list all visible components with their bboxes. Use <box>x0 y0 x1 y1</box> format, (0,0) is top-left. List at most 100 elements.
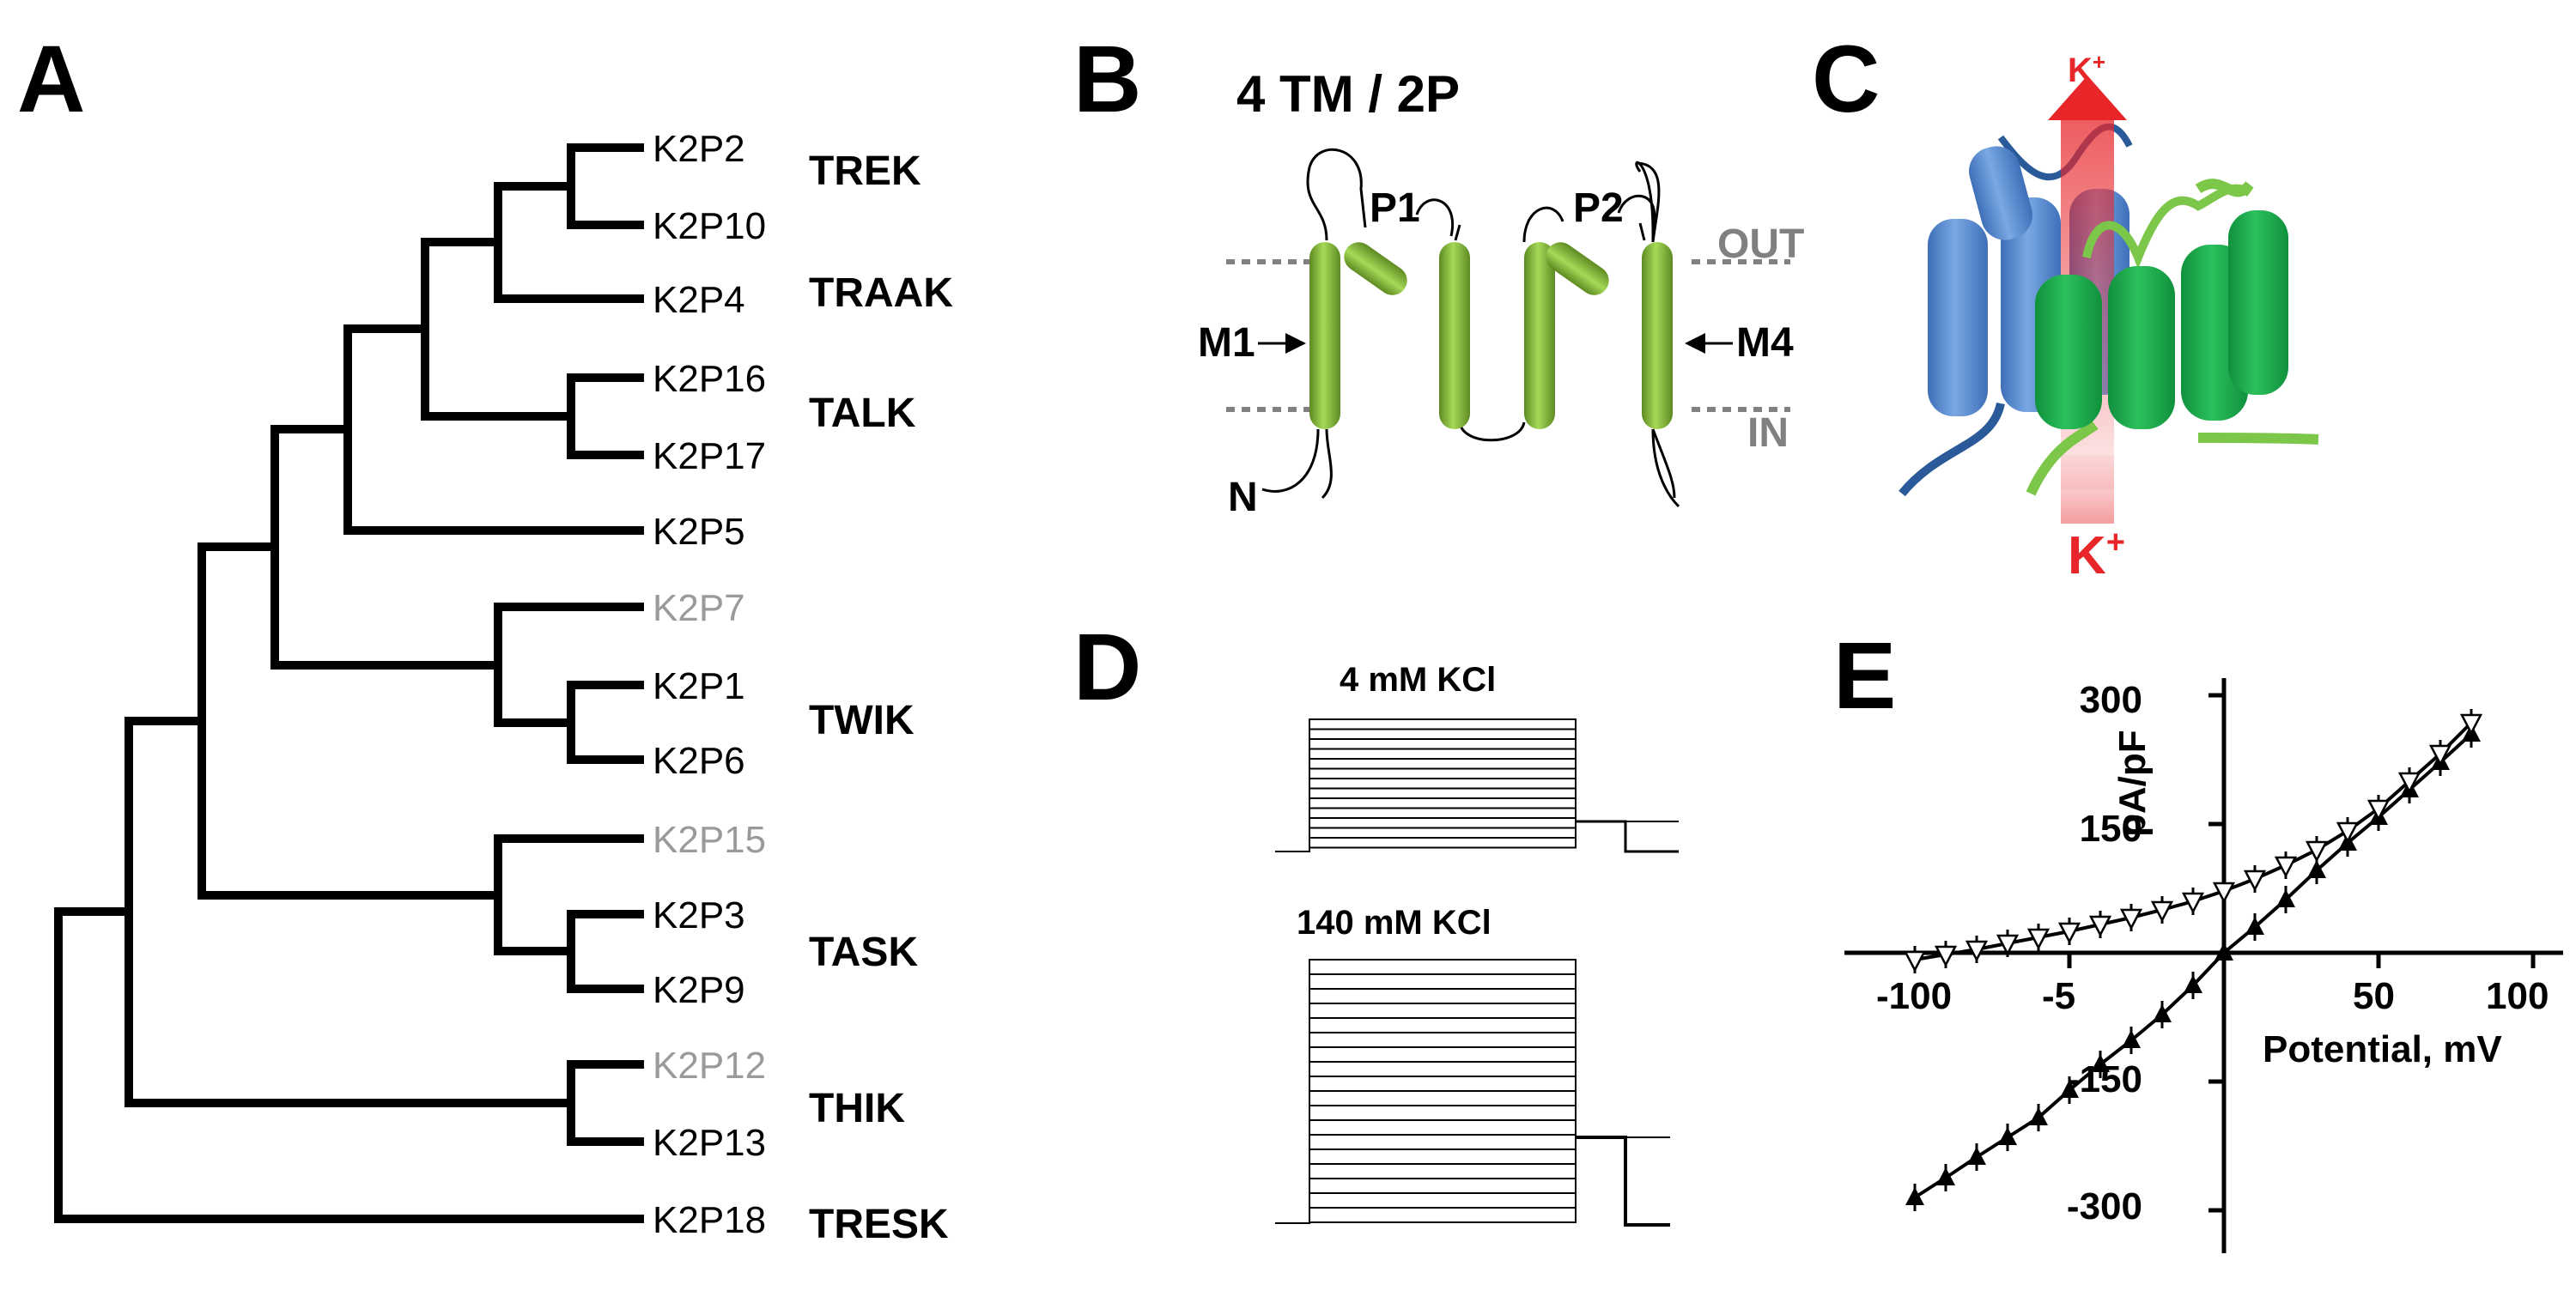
family-label: TWIK <box>809 698 914 743</box>
data-point <box>2428 744 2452 767</box>
data-point <box>1965 940 1989 962</box>
panel-label-b: B <box>1073 27 1141 132</box>
data-point <box>2336 821 2360 844</box>
current-trace <box>1275 797 1679 852</box>
helix-m3 <box>1524 242 1555 429</box>
trace-family-4mm <box>1275 718 1679 853</box>
family-label: THIK <box>809 1086 905 1131</box>
data-point <box>2243 870 2267 892</box>
data-point <box>1903 950 1927 973</box>
data-point <box>2181 892 2205 914</box>
membrane-lines <box>1226 259 1790 412</box>
current-trace <box>1275 748 1679 852</box>
data-point <box>2215 942 2233 961</box>
data-point <box>1967 1147 1986 1165</box>
leaf-label: K2P1 <box>653 665 745 707</box>
panel-label-d: D <box>1073 615 1141 720</box>
tm-helices <box>1309 242 1673 429</box>
data-point <box>2060 1080 2079 1098</box>
data-point <box>2122 1030 2141 1048</box>
n-label: N <box>1228 475 1258 520</box>
current-trace <box>1275 778 1679 852</box>
leaf-label: K2P9 <box>653 969 745 1011</box>
y-tick-label: 300 <box>2080 679 2142 721</box>
y-tick-label: -150 <box>2067 1058 2142 1100</box>
iv-ylabel: pA/pF <box>2111 730 2154 837</box>
current-trace <box>1275 821 1679 852</box>
current-trace <box>1275 767 1679 852</box>
data-point <box>1996 934 2020 956</box>
family-label: TASK <box>809 930 918 975</box>
iv-xlabel: Potential, mV <box>2263 1028 2502 1070</box>
data-point <box>2459 713 2483 736</box>
leaf-label: K2P16 <box>653 358 766 400</box>
current-trace <box>1275 728 1679 852</box>
trace-bottom-label: 140 mM KCl <box>1297 904 1492 942</box>
current-trace <box>1275 973 1670 1224</box>
trace-family-140mm <box>1275 959 1670 1227</box>
data-point <box>2088 915 2112 937</box>
k-ion-top: K+ <box>2068 49 2105 89</box>
data-point <box>1998 1127 2017 1145</box>
p2-label: P2 <box>1573 185 1624 231</box>
y-tick-label: 150 <box>2080 808 2142 850</box>
data-point <box>2366 799 2391 821</box>
data-point <box>2212 882 2236 904</box>
y-tick-label: -300 <box>2067 1185 2142 1227</box>
current-trace <box>1275 807 1679 852</box>
x-tick-label: 100 <box>2486 975 2549 1017</box>
channel-structure <box>1899 76 2319 524</box>
leaf-label: K2P7 <box>653 587 745 629</box>
x-tick-label: -5 <box>2042 975 2075 1017</box>
x-tick-label: -100 <box>1876 975 1952 1017</box>
data-point <box>2153 1004 2172 1022</box>
current-trace <box>1275 1090 1670 1224</box>
data-point <box>2150 900 2174 923</box>
leaf-labels: K2P2 K2P10 K2P4 K2P16 K2P17 K2P5 K2P7 K2… <box>653 128 766 1241</box>
panel-label-a: A <box>17 27 85 132</box>
data-point <box>2274 856 2298 878</box>
iv-axes <box>1844 678 2563 1253</box>
dendrogram <box>54 143 644 1223</box>
in-label: IN <box>1747 410 1789 456</box>
panel-label-e: E <box>1833 623 1896 729</box>
m4-label: M4 <box>1736 320 1794 366</box>
data-point <box>2184 975 2202 993</box>
m1-label: M1 <box>1198 320 1255 366</box>
current-trace <box>1275 1136 1670 1224</box>
family-label: TRESK <box>809 1202 949 1247</box>
data-point <box>2091 1054 2110 1072</box>
family-label: TALK <box>809 391 916 436</box>
n-terminus <box>1261 428 1320 493</box>
data-point <box>1936 1167 1955 1185</box>
leaf-label: K2P2 <box>653 128 745 170</box>
pore-helix-p1 <box>1344 242 1407 295</box>
data-point <box>2119 908 2143 930</box>
data-point <box>2307 860 2326 878</box>
data-point <box>2397 772 2421 794</box>
iv-series <box>1903 709 2483 1211</box>
helix-m4 <box>1642 242 1673 429</box>
data-point <box>2276 889 2295 907</box>
leaf-label: K2P10 <box>653 205 766 247</box>
leaf-label: K2P18 <box>653 1199 766 1241</box>
leaf-label: K2P13 <box>653 1122 766 1164</box>
leaf-label: K2P15 <box>653 819 766 861</box>
leaf-label: K2P5 <box>653 511 745 553</box>
current-trace <box>1275 1061 1670 1224</box>
helix-m2 <box>1439 242 1470 429</box>
topology-loops <box>1306 148 1676 500</box>
data-point <box>2057 922 2081 944</box>
data-point <box>2305 840 2329 863</box>
x-tick-label: 50 <box>2353 975 2395 1017</box>
panel-label-c: C <box>1812 27 1880 132</box>
current-trace <box>1275 738 1679 852</box>
series-line <box>1914 721 2473 961</box>
leaf-label: K2P3 <box>653 894 745 936</box>
leaf-label: K2P12 <box>653 1045 766 1087</box>
leaf-label: K2P4 <box>653 279 745 321</box>
family-label: TRAAK <box>809 270 953 316</box>
current-trace <box>1275 817 1679 852</box>
trace-top-label: 4 mM KCl <box>1340 661 1496 699</box>
k-ion-bottom: K+ <box>2068 524 2125 585</box>
